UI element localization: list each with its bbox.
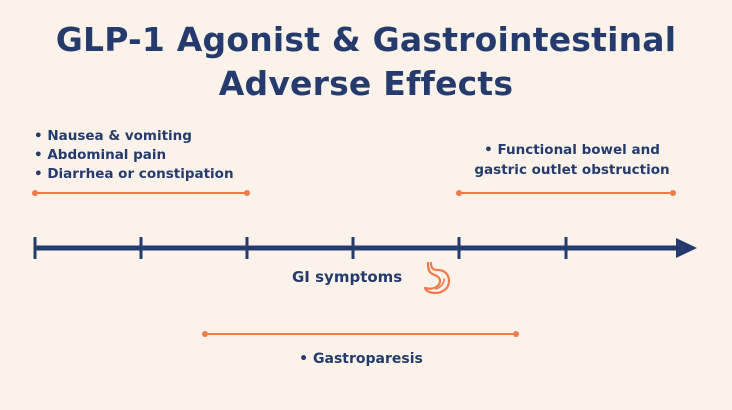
title-line-2: Adverse Effects bbox=[218, 64, 514, 103]
late-effects-list: Functional bowel and gastric outlet obst… bbox=[452, 140, 692, 180]
axis-arrowhead bbox=[676, 238, 697, 258]
axis-label: GI symptoms bbox=[292, 268, 403, 286]
timeline-axis bbox=[33, 237, 697, 259]
mid-effects-list: Gastroparesis bbox=[205, 350, 517, 369]
early-effects-range bbox=[32, 190, 250, 196]
mid-effect-item: Gastroparesis bbox=[205, 350, 517, 369]
late-effects-range bbox=[456, 190, 676, 196]
late-effect-item: Functional bowel and bbox=[452, 140, 692, 160]
title-line-1: GLP-1 Agonist & Gastrointestinal bbox=[55, 20, 677, 59]
stomach-icon bbox=[423, 261, 451, 295]
early-effect-item: Abdominal pain bbox=[34, 146, 234, 165]
diagram-title: GLP-1 Agonist & Gastrointestinal Adverse… bbox=[0, 18, 732, 106]
early-effect-item: Nausea & vomiting bbox=[34, 127, 234, 146]
early-effect-item: Diarrhea or constipation bbox=[34, 165, 233, 184]
early-effects-list: Nausea & vomiting Abdominal pain Diarrhe… bbox=[34, 127, 234, 184]
late-effect-item-continuation: gastric outlet obstruction bbox=[474, 162, 670, 178]
mid-effects-range bbox=[202, 331, 519, 337]
